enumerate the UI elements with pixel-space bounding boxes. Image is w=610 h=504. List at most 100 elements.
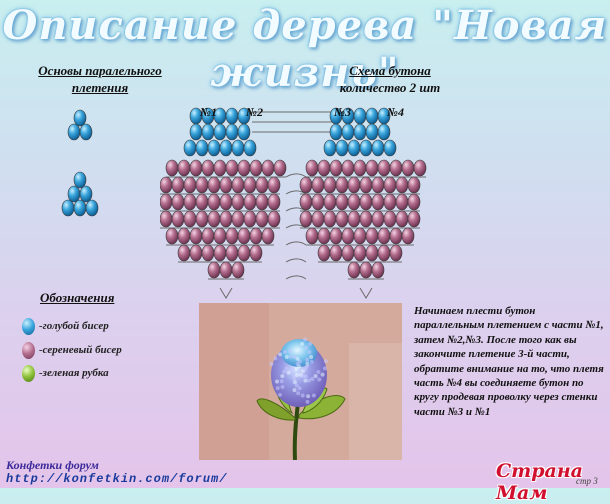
lilac-bead: [195, 193, 209, 211]
lilac-bead: [255, 193, 269, 211]
blue-bead: [243, 139, 257, 157]
lilac-bead: [201, 159, 215, 177]
bead-highlight: [280, 384, 285, 389]
lilac-bead: [249, 227, 263, 245]
bead-highlight: [277, 392, 282, 397]
bead-highlight: [316, 369, 321, 374]
bead-highlight: [309, 355, 314, 360]
lilac-bead: [231, 261, 245, 279]
blue-bead: [73, 171, 87, 189]
lilac-bead: [323, 210, 337, 228]
lilac-bead: [189, 227, 203, 245]
lilac-bead: [371, 210, 385, 228]
bead-highlight: [284, 366, 289, 371]
bead-highlight: [295, 372, 299, 377]
lilac-bead: [407, 176, 421, 194]
blue-bead: [365, 123, 379, 141]
lilac-bead: [353, 244, 367, 262]
lilac-bead: [311, 210, 325, 228]
lilac-bead: [189, 244, 203, 262]
blue-bead: [329, 123, 343, 141]
lilac-bead: [231, 176, 245, 194]
lilac-bead: [395, 193, 409, 211]
lilac-bead: [359, 261, 373, 279]
lilac-bead: [359, 193, 373, 211]
lilac-bead: [365, 227, 379, 245]
connecting-wire: [285, 173, 307, 178]
lilac-bead: [160, 193, 173, 211]
lilac-bead: [323, 193, 337, 211]
bead-highlight: [306, 394, 311, 399]
legend-text-green: -зеленая рубка: [39, 367, 109, 379]
wire-end: [359, 287, 373, 299]
lilac-bead: [267, 210, 281, 228]
lilac-bead: [237, 159, 251, 177]
lilac-bead: [371, 176, 385, 194]
bead-highlight: [323, 359, 328, 364]
bead-highlight: [309, 359, 314, 364]
bead-highlight: [304, 364, 309, 369]
connecting-wire: [285, 241, 307, 246]
blue-bead: [359, 139, 373, 157]
lilac-bead: [341, 227, 355, 245]
lilac-bead: [383, 193, 397, 211]
blue-bead: [371, 139, 385, 157]
bead-highlight: [275, 379, 280, 384]
forum-url-link[interactable]: http://konfetkin.com/forum/: [6, 472, 228, 486]
scheme-heading: Схема бутона количество 2 шт: [300, 62, 480, 96]
lilac-bead: [305, 227, 319, 245]
basics-diagram: [61, 109, 99, 217]
blue-bead: [225, 107, 239, 125]
lilac-bead: [213, 244, 227, 262]
blue-bead: [195, 139, 209, 157]
lilac-bead: [201, 244, 215, 262]
bead-highlight: [310, 376, 315, 381]
lilac-bead: [160, 210, 173, 228]
lilac-bead: [365, 244, 379, 262]
bead-highlight: [322, 366, 327, 371]
blue-bead: [85, 199, 99, 217]
legend-text-blue: -голубой бисер: [39, 320, 109, 332]
blue-bead: [341, 123, 355, 141]
lilac-bead: [237, 244, 251, 262]
lilac-bead: [401, 159, 415, 177]
lilac-bead: [171, 176, 185, 194]
blue-bead: [61, 199, 75, 217]
lilac-bead: [255, 210, 269, 228]
connecting-wire: [285, 224, 307, 229]
lilac-bead: [183, 210, 197, 228]
lilac-bead: [371, 261, 385, 279]
bead-highlight: [283, 349, 288, 354]
bud-scheme-diagram: [160, 107, 427, 299]
lilac-bead: [377, 244, 391, 262]
lilac-bead: [383, 176, 397, 194]
legend-heading: Обозначения: [40, 290, 115, 305]
lilac-bead: [341, 159, 355, 177]
lilac-bead: [359, 210, 373, 228]
lilac-bead: [329, 227, 343, 245]
legend-item-lilac: -сереневый бисер: [22, 340, 122, 360]
basics-heading: Основы паралельного плетения: [20, 62, 180, 96]
lilac-bead: [335, 176, 349, 194]
lilac-bead: [311, 193, 325, 211]
lilac-bead: [225, 244, 239, 262]
bead-highlight: [275, 386, 280, 391]
lilac-bead: [347, 193, 361, 211]
blue-bead: [347, 139, 361, 157]
lilac-bead: [267, 193, 281, 211]
legend-text-lilac: -сереневый бисер: [39, 344, 122, 356]
part-label-1: №1: [200, 105, 217, 119]
lilac-bead: [195, 176, 209, 194]
lilac-bead: [317, 244, 331, 262]
part-label-2: №2: [246, 105, 263, 119]
lilac-bead: [347, 261, 361, 279]
bead-highlight: [305, 399, 310, 404]
lilac-bead: [365, 159, 379, 177]
green-tube-icon: [22, 364, 35, 382]
blue-bead: [323, 139, 337, 157]
blue-bead: [183, 139, 197, 157]
lilac-bead: [243, 176, 257, 194]
lilac-bead: [353, 159, 367, 177]
lilac-bead: [207, 210, 221, 228]
lilac-bead: [311, 176, 325, 194]
